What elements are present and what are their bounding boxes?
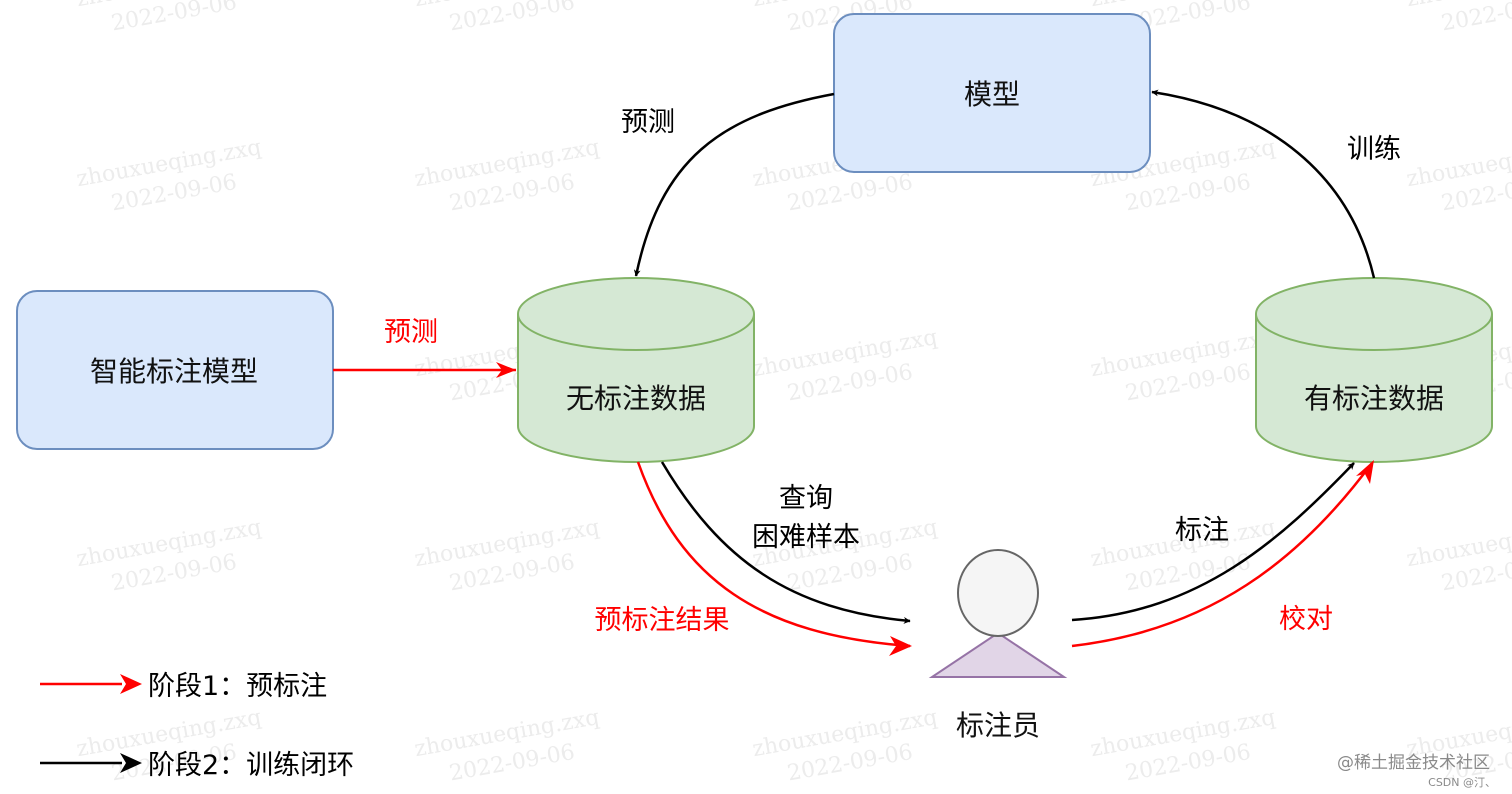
- model-label: 模型: [964, 78, 1020, 111]
- edge-label-train: 训练: [1347, 134, 1401, 165]
- edge-query-hard-samples: [660, 461, 911, 624]
- legend-stage1-label: 阶段1：预标注: [148, 671, 327, 702]
- edge-labeled-to-model: [1151, 89, 1376, 279]
- edge-pre-annotation-result: [636, 461, 911, 648]
- annotator-label: 标注员: [956, 709, 1040, 742]
- edge-label-predict-red: 预测: [384, 317, 438, 348]
- legend-red-arrowhead: [120, 674, 142, 694]
- edge-label-query-line1: 查询: [779, 483, 833, 514]
- unlabeled-cylinder-body: [517, 314, 755, 463]
- annotator-body: [928, 631, 1068, 678]
- edge-annotate: [1071, 462, 1355, 622]
- unlabeled-cylinder-top: [517, 277, 755, 351]
- unlabeled-label: 无标注数据: [566, 382, 706, 415]
- edge-label-annotate: 标注: [1175, 515, 1229, 546]
- labeled-cylinder-body: [1255, 314, 1493, 463]
- unlabeled-data-node[interactable]: 无标注数据: [517, 277, 755, 463]
- watermark-date: 2022-09-06: [1439, 0, 1512, 36]
- edge-label-pre-result: 预标注结果: [595, 605, 730, 636]
- edge-model-to-unlabeled: [633, 92, 835, 277]
- labeled-cylinder-top: [1255, 277, 1493, 351]
- smart-model-label: 智能标注模型: [90, 355, 258, 388]
- edge-label-proofread: 校对: [1279, 604, 1333, 635]
- edge-label-query-line2: 困难样本: [752, 522, 860, 553]
- watermark-date: 2022-09-06: [447, 0, 576, 36]
- labeled-data-node[interactable]: 有标注数据: [1255, 277, 1493, 463]
- edge-proofread: [1071, 462, 1374, 648]
- model-box: [833, 13, 1151, 173]
- watermark-date: 2022-09-06: [109, 0, 238, 36]
- edge-smart-arrowhead: [496, 362, 516, 378]
- legend-black-arrowhead: [120, 753, 142, 773]
- edge-proofread-arrowhead: [1356, 460, 1374, 484]
- legend: 阶段1：预标注 阶段2：训练闭环: [40, 671, 354, 781]
- smart-model-node[interactable]: 智能标注模型: [16, 290, 334, 450]
- legend-stage2-label: 阶段2：训练闭环: [148, 750, 354, 781]
- model-node[interactable]: 模型: [833, 13, 1151, 173]
- labeled-label: 有标注数据: [1304, 382, 1444, 415]
- edge-label-predict-top: 预测: [621, 107, 675, 138]
- edge-pre-annotation-arrowhead: [889, 636, 912, 656]
- annotator-node[interactable]: 标注员: [928, 549, 1068, 742]
- csdn-watermark: CSDN @汀、: [1428, 776, 1496, 789]
- brand-watermark: @稀土掘金技术社区: [1337, 753, 1490, 773]
- annotator-head: [957, 549, 1039, 637]
